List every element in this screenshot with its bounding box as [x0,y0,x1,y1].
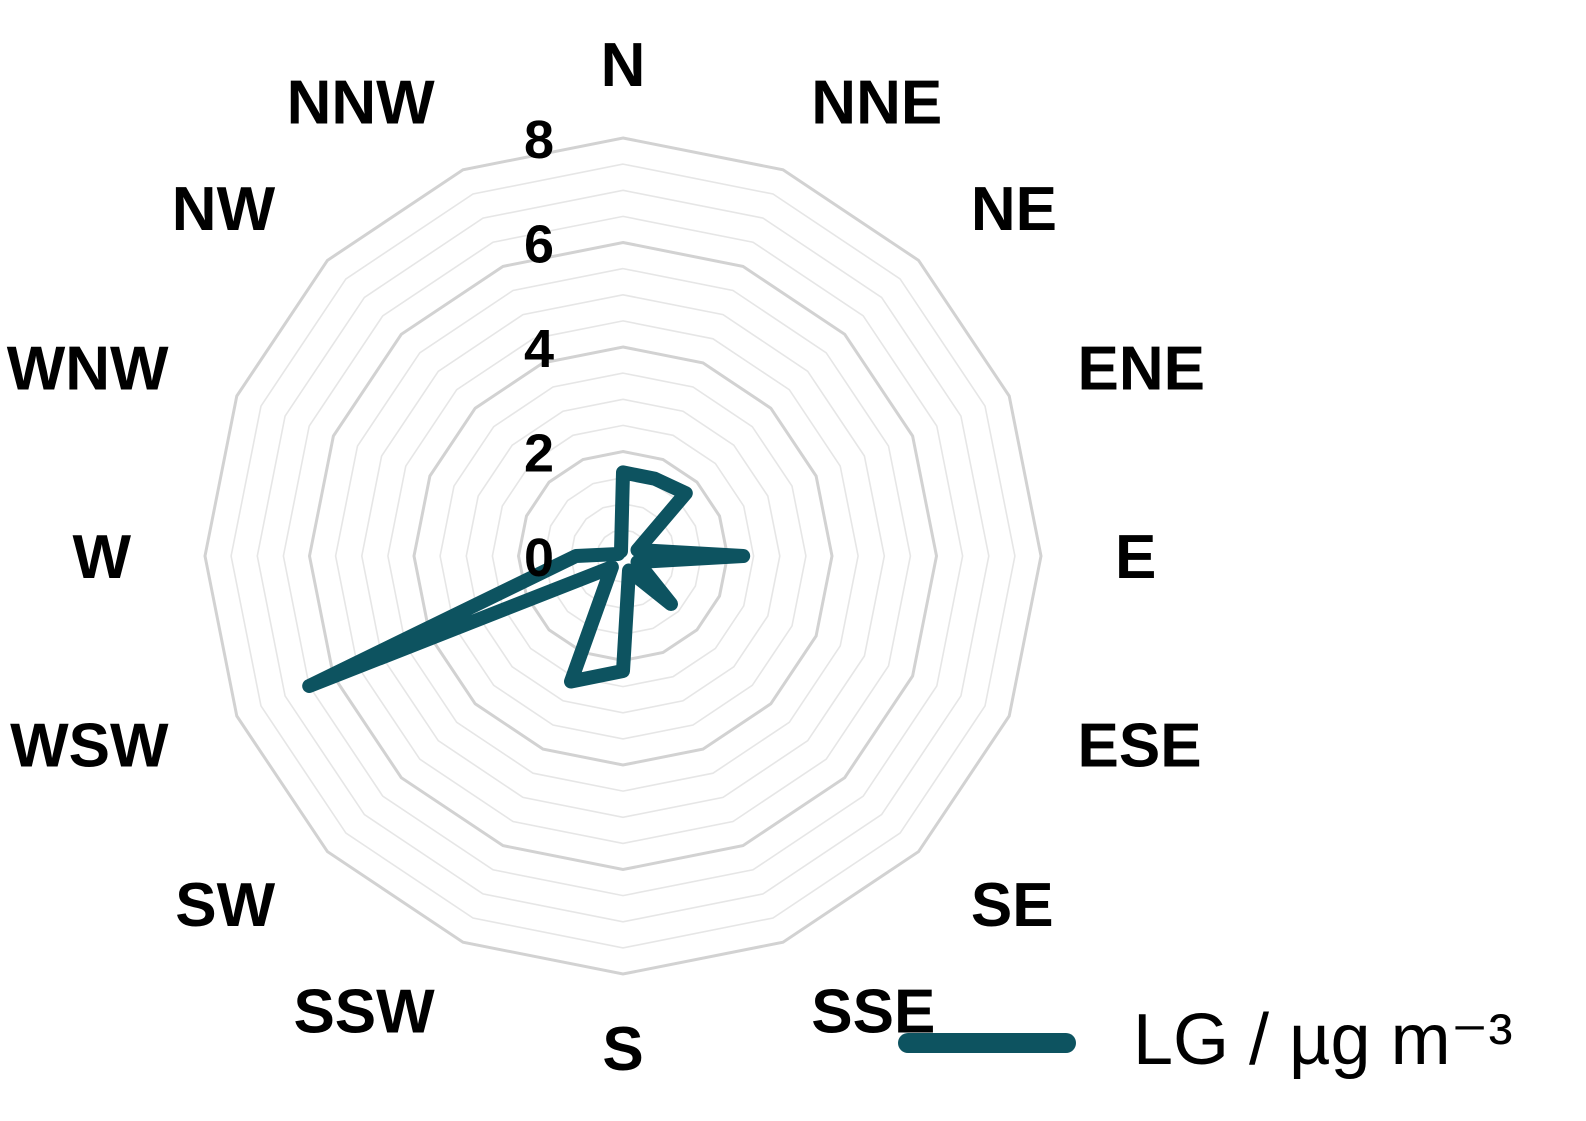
direction-label-sw: SW [175,871,275,940]
grid-ring-minor [256,189,990,923]
direction-label-nne: NNE [811,69,942,138]
direction-label-se: SE [971,871,1054,940]
grid-ring-major [307,240,939,872]
grid-ring-minor [230,163,1016,949]
r-tick-label-6: 6 [524,215,554,275]
grid-ring-minor [282,215,964,897]
grid-ring-minor [334,267,912,845]
direction-label-ssw: SSW [293,978,435,1047]
direction-label-ene: ENE [1078,335,1205,404]
r-tick-label-2: 2 [524,424,554,484]
r-tick-label-0: 0 [524,528,554,588]
direction-label-ese: ESE [1078,711,1202,780]
grid-ring-minor [465,398,781,714]
radar-grid [203,136,1043,976]
grid-ring-minor [387,320,859,792]
grid-ring-major [203,136,1043,976]
direction-label-e: E [1115,523,1156,592]
r-tick-label-4: 4 [524,319,554,379]
grid-ring-major [412,345,834,767]
direction-label-w: W [72,523,131,592]
grid-ring-minor [360,293,886,819]
direction-label-n: N [601,31,646,100]
direction-label-nw: NW [172,175,276,244]
r-tick-label-8: 8 [524,110,554,170]
legend: LG / µg m⁻³ [898,1000,1513,1080]
radial-tick-labels: 0 2 4 6 8 [524,110,554,588]
legend-label: LG / µg m⁻³ [1133,1000,1513,1080]
grid-ring-minor [491,424,755,688]
direction-label-s: S [602,1015,643,1084]
direction-label-nnw: NNW [287,69,436,138]
direction-label-wsw: WSW [10,711,169,780]
grid-ring-minor [439,372,807,740]
direction-label-wnw: WNW [7,335,169,404]
series-layer [302,465,751,693]
direction-label-ne: NE [971,175,1057,244]
